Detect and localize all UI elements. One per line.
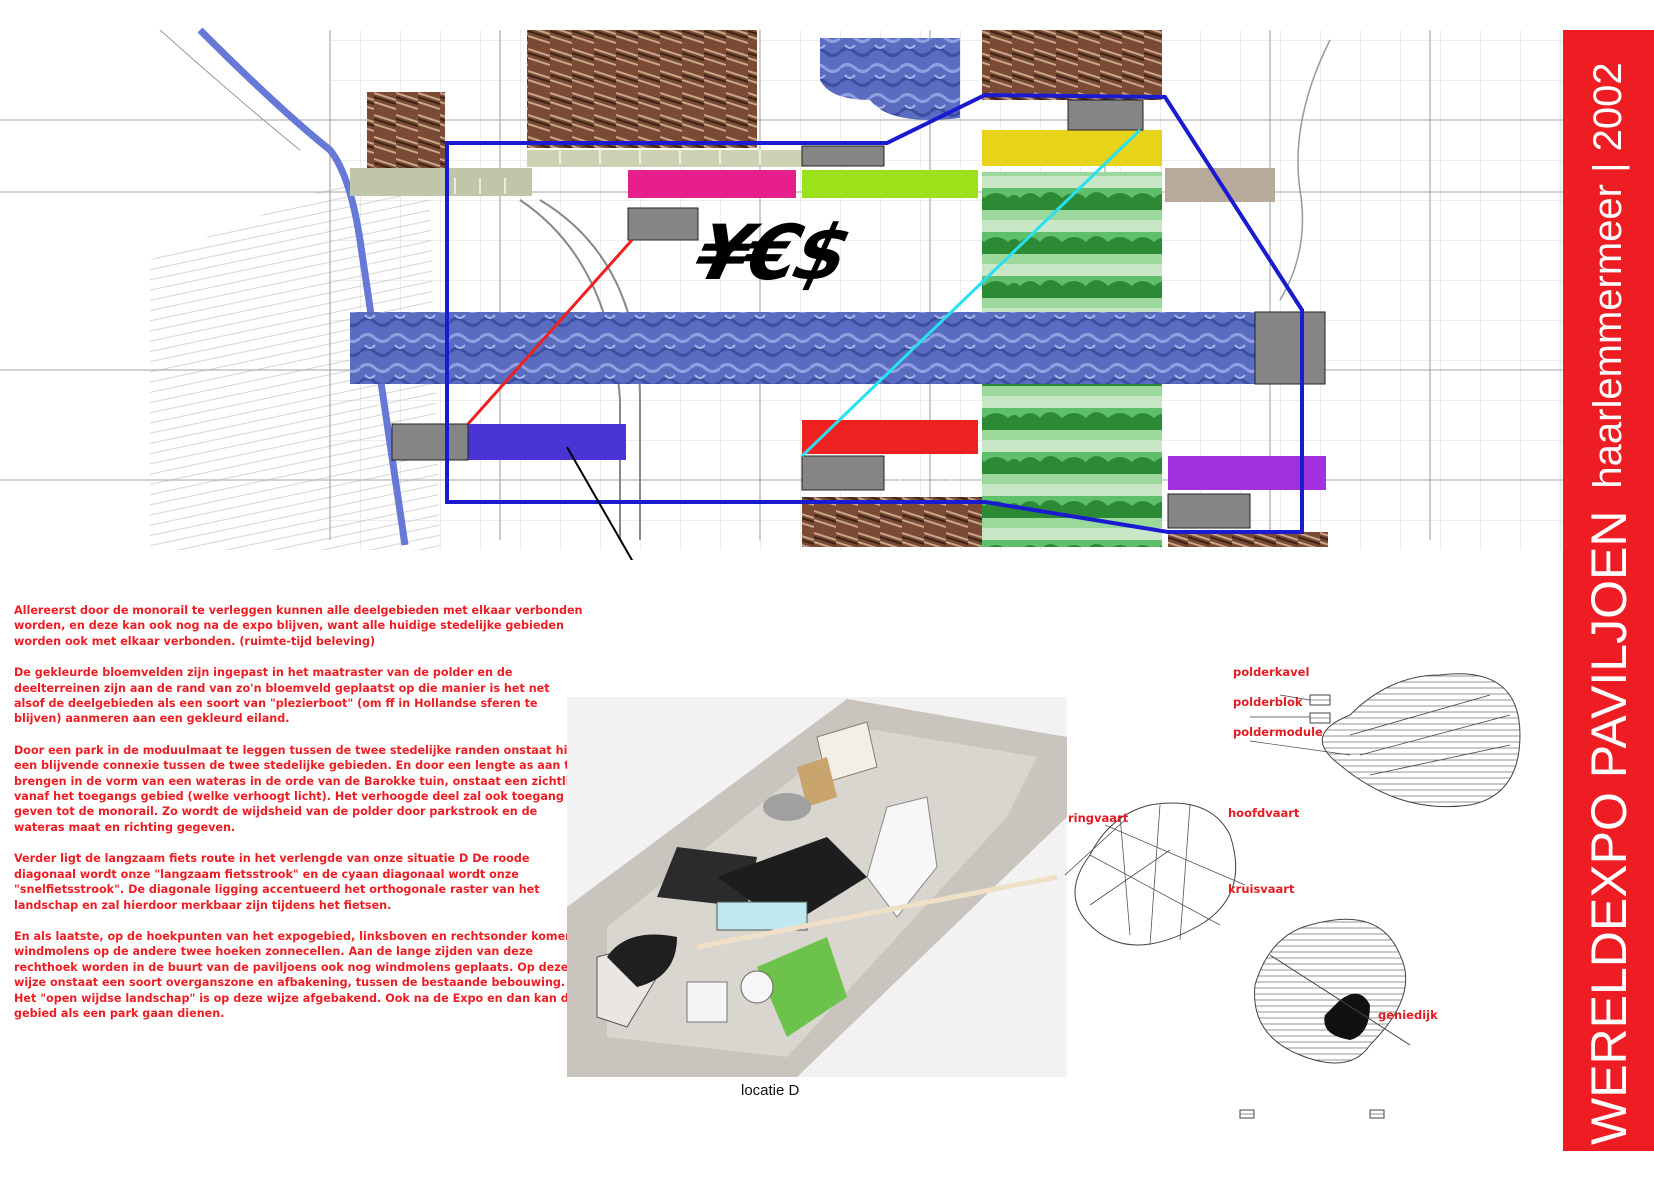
pond [820,38,960,120]
label-poldermodule: poldermodule [1233,725,1323,739]
slow-bike-route-diagonal [466,239,634,425]
label-polderkavel: polderkavel [1233,665,1310,679]
pointer-arrow [566,446,634,560]
paragraph: Verder ligt de langzaam fiets route in h… [14,852,540,912]
site-plan-map [0,27,1580,560]
pavilions [391,99,1326,529]
field-indigo [468,424,626,460]
pavilion [627,207,699,241]
field-red [802,420,978,454]
pavilion [391,423,469,461]
pavilion [801,145,885,167]
model-photo [567,697,1067,1077]
flower-fields [468,130,1326,490]
geniedijk-diagram [1239,918,1411,1119]
paragraph: De gekleurde bloemvelden zijn ingepast i… [14,666,550,726]
label-geniedijk: geniedijk [1378,1008,1438,1022]
water-axis [350,312,1325,384]
waterway-diagram [1064,802,1246,946]
subtitle: haarlemmermeer | 2002 [1586,62,1630,489]
paragraph: En als laatste, op de hoekpunten van het… [14,929,578,1020]
polder-module-diagram [1249,673,1521,808]
photo-caption: locatie D [741,1082,800,1099]
polder-diagrams [1064,673,1521,1119]
label-kruisvaart: kruisvaart [1228,882,1295,896]
label-hoofdvaart: hoofdvaart [1228,806,1300,820]
map-slogan: ¥€$ [686,208,856,297]
pavilion [1067,99,1144,131]
pavilion [1167,493,1251,529]
field-lime [802,170,978,198]
fast-bike-route-diagonal [800,128,1142,458]
label-ringvaart: ringvaart [1068,811,1129,825]
field-violet [1168,456,1326,490]
pavilion [1254,311,1326,385]
expo-boundary [445,92,1304,534]
title-sidebar: WERELDEXPO PAVILJOEN haarlemmermeer | 20… [1563,30,1654,1151]
main-title: WERELDEXPO PAVILJOEN [1580,510,1637,1145]
pavilion [801,455,885,491]
paragraph: Allereerst door de monorail te verleggen… [14,604,583,648]
paragraph: Door een park in de moduulmaat te leggen… [14,743,582,834]
field-magenta [628,170,796,198]
label-polderblok: polderblok [1233,695,1303,709]
wind-turbines [454,150,1306,527]
ringvaart-canal [197,27,409,546]
settlement-blocks [367,30,1328,547]
description-text: Allereerst door de monorail te verleggen… [14,603,584,1037]
road-strip [350,150,1275,202]
